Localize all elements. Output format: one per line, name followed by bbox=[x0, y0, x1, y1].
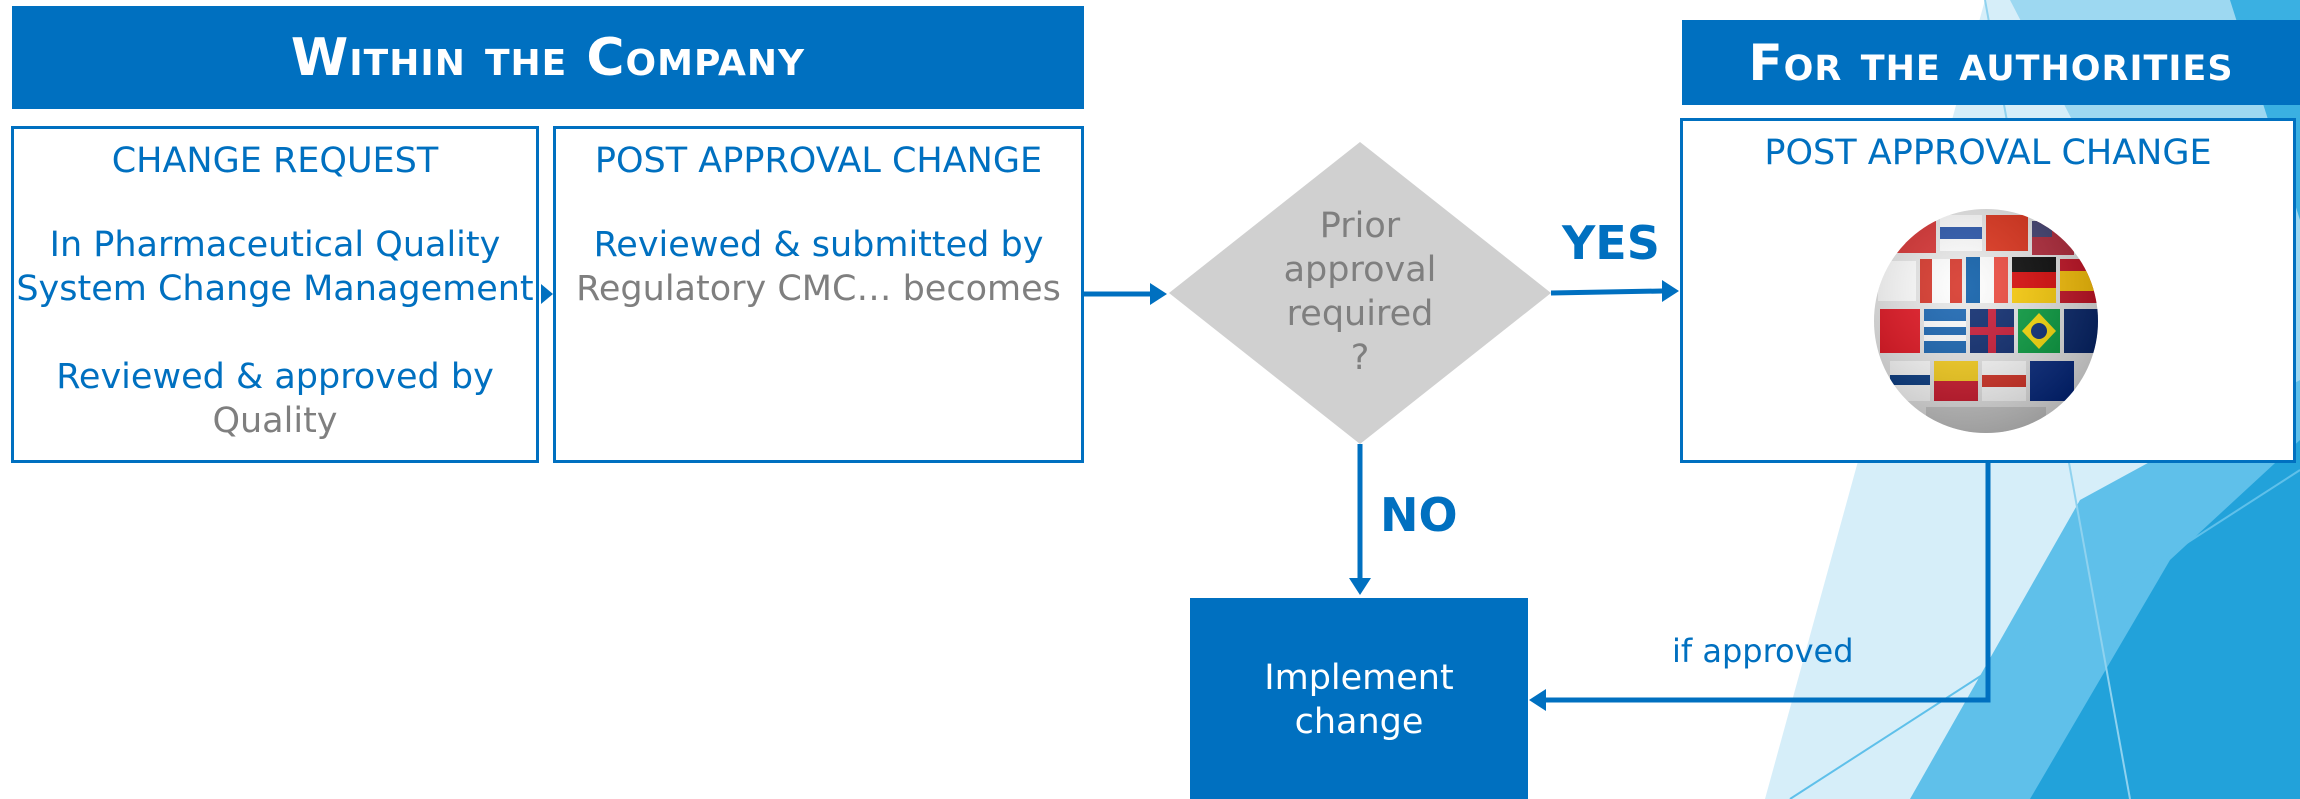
decision-line3: required bbox=[1286, 294, 1434, 334]
change-request-line2: System Change Management bbox=[16, 269, 534, 309]
change-request-heading: CHANGE REQUEST bbox=[111, 141, 439, 181]
decision-line2: approval bbox=[1283, 250, 1437, 290]
no-label: NO bbox=[1380, 488, 1458, 542]
change-request-line1: In Pharmaceutical Quality bbox=[49, 225, 501, 265]
within-company-banner: Within the Company bbox=[12, 6, 1084, 109]
change-request-box: CHANGE REQUEST In Pharmaceutical Quality… bbox=[11, 126, 539, 463]
implement-line1: Implement bbox=[1264, 658, 1454, 698]
arrow-head-no bbox=[1349, 578, 1371, 595]
post-approval-line1: Reviewed & submitted by bbox=[593, 225, 1044, 265]
change-request-line3: Reviewed & approved by bbox=[56, 357, 494, 397]
if-approved-label: if approved bbox=[1672, 632, 1854, 670]
yes-label: YES bbox=[1562, 216, 1660, 270]
globe-of-flags-icon bbox=[1874, 209, 2098, 433]
implement-change-box: Implement change bbox=[1190, 598, 1528, 799]
post-approval-line2: Regulatory CMC… becomes bbox=[576, 269, 1061, 309]
arrow-head-1 bbox=[541, 284, 553, 304]
arrow-head-2 bbox=[1150, 283, 1167, 305]
arrow-head-if-approved bbox=[1529, 689, 1546, 711]
for-authorities-banner: For the authorities bbox=[1682, 20, 2300, 105]
change-request-line4: Quality bbox=[212, 401, 338, 441]
for-authorities-title: For the authorities bbox=[1748, 33, 2234, 92]
post-approval-box: POST APPROVAL CHANGE Reviewed & submitte… bbox=[553, 126, 1084, 463]
arrow-head-yes bbox=[1662, 280, 1679, 302]
within-company-title: Within the Company bbox=[290, 27, 806, 88]
authority-heading: POST APPROVAL CHANGE bbox=[1764, 133, 2212, 173]
implement-line2: change bbox=[1294, 702, 1424, 742]
decision-line4: ? bbox=[1350, 338, 1370, 378]
authority-post-approval-box: POST APPROVAL CHANGE bbox=[1680, 118, 2296, 463]
post-approval-heading: POST APPROVAL CHANGE bbox=[594, 141, 1043, 181]
decision-line1: Prior bbox=[1319, 206, 1401, 246]
decision-text: Prior approval required ? bbox=[1260, 204, 1460, 380]
decision-diamond bbox=[1169, 142, 1551, 444]
